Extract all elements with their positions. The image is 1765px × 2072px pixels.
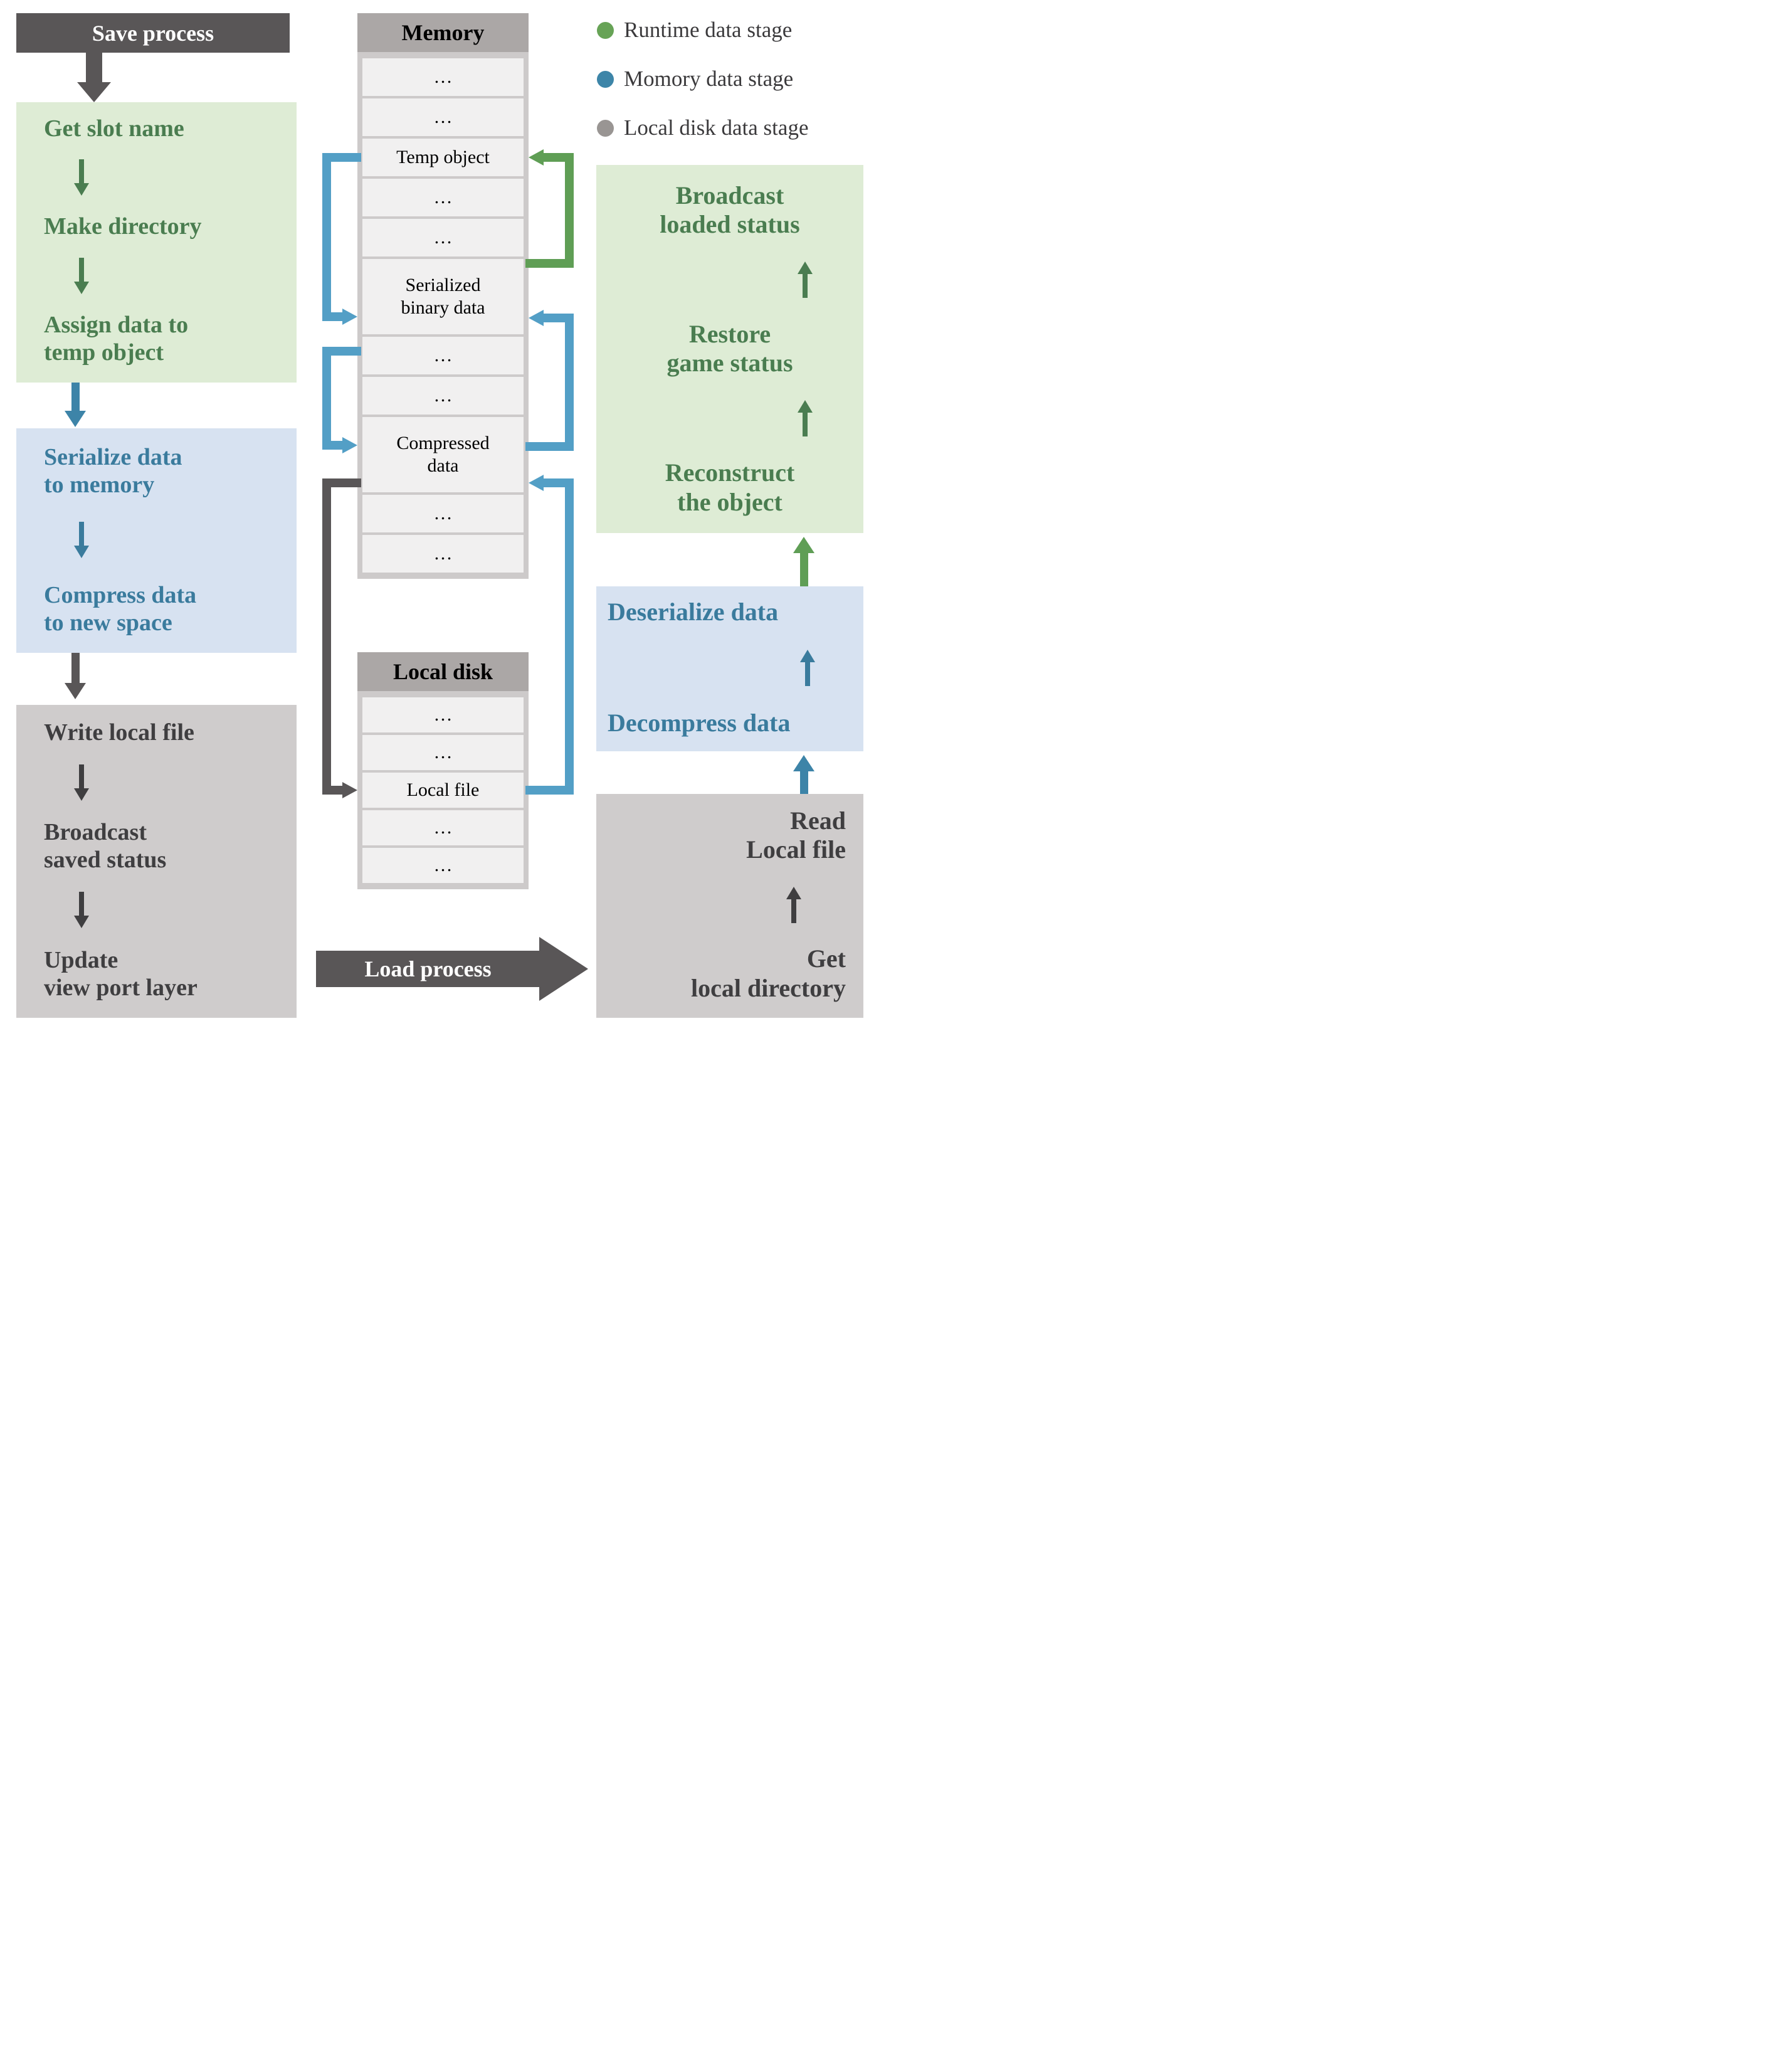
up-arrow-icon (798, 261, 813, 298)
legend-label: Runtime data stage (624, 18, 793, 42)
step-reconstruct-the-object: Reconstruct the object (665, 458, 795, 516)
legend-label: Momory data stage (624, 66, 794, 91)
local-disk-stage-dot-icon (597, 119, 614, 137)
memory-stage-dot-icon (597, 70, 614, 88)
step-restore-game-status: Restore game status (666, 320, 793, 378)
load-process-title: Load process (364, 956, 492, 981)
step-get-slot-name: Get slot name (44, 115, 184, 142)
step-compress-data-to-new-space: Compress data to new space (44, 581, 197, 636)
down-arrow-icon (74, 764, 89, 801)
down-arrow-icon (74, 257, 89, 294)
down-arrow-icon (74, 159, 89, 196)
memory-row-serialized-binary-data: Serialized binary data (362, 259, 524, 334)
step-update-view-port-layer: Update view port layer (44, 946, 198, 1001)
save-process-title: Save process (92, 20, 214, 46)
save-process-header: Save process (16, 13, 290, 53)
memory-row: … (362, 98, 524, 136)
local-disk-table-title: Local disk (357, 652, 529, 691)
load-disk-stage-box: Read Local file Get local directory (596, 794, 863, 1018)
step-make-directory: Make directory (44, 213, 202, 240)
memory-row: … (362, 535, 524, 573)
legend-label: Local disk data stage (624, 115, 809, 140)
memory-table: Memory … … Temp object … … Serialized bi… (357, 13, 529, 579)
up-arrow-icon (786, 886, 801, 923)
load-runtime-stage-box: Broadcast loaded status Restore game sta… (596, 165, 863, 533)
up-arrow-icon (798, 400, 813, 437)
save-disk-stage-box: Write local file Broadcast saved status … (16, 705, 297, 1018)
legend-item-memory: Momory data stage (597, 66, 808, 92)
legend-item-local-disk: Local disk data stage (597, 115, 808, 140)
step-write-local-file: Write local file (44, 719, 194, 746)
memory-row: … (362, 495, 524, 532)
step-broadcast-saved-status: Broadcast saved status (44, 819, 167, 874)
save-process-flow-arrowhead-icon (77, 82, 111, 102)
memory-row: … (362, 219, 524, 256)
memory-row-compressed-data: Compressed data (362, 417, 524, 492)
memory-row-temp-object: Temp object (362, 139, 524, 176)
save-load-flow-diagram: Save process Get slot name Make director… (0, 0, 883, 1036)
memory-row: … (362, 377, 524, 415)
local-disk-table-body: … … Local file … … (357, 691, 529, 889)
step-deserialize-data: Deserialize data (608, 598, 779, 626)
save-process-flow-arrow-icon (86, 53, 102, 83)
step-assign-data-to-temp-object: Assign data to temp object (44, 311, 189, 366)
save-memory-stage-box: Serialize data to memory Compress data t… (16, 428, 297, 653)
up-arrow-icon (800, 649, 815, 686)
disk-row: … (362, 848, 524, 883)
step-serialize-data-to-memory: Serialize data to memory (44, 444, 182, 499)
down-arrow-icon (74, 522, 89, 558)
memory-row: … (362, 58, 524, 96)
memory-table-title: Memory (357, 13, 529, 52)
memory-row: … (362, 179, 524, 216)
disk-row: … (362, 810, 524, 845)
runtime-stage-dot-icon (597, 21, 614, 39)
step-read-local-file: Read Local file (746, 806, 846, 864)
memory-row: … (362, 337, 524, 374)
step-get-local-directory: Get local directory (691, 944, 846, 1002)
step-decompress-data: Decompress data (608, 708, 791, 737)
load-memory-stage-box: Deserialize data Decompress data (596, 586, 863, 751)
legend: Runtime data stage Momory data stage Loc… (597, 18, 808, 164)
save-runtime-stage-box: Get slot name Make directory Assign data… (16, 102, 297, 383)
disk-row: … (362, 697, 524, 732)
local-disk-table: Local disk … … Local file … … (357, 652, 529, 889)
legend-item-runtime: Runtime data stage (597, 18, 808, 43)
disk-row: … (362, 735, 524, 770)
down-arrow-icon (74, 892, 89, 929)
memory-table-body: … … Temp object … … Serialized binary da… (357, 52, 529, 579)
load-process-banner: Load process (316, 951, 540, 987)
load-process-arrowhead-icon (539, 937, 588, 1001)
disk-row-local-file: Local file (362, 773, 524, 808)
step-broadcast-loaded-status: Broadcast loaded status (660, 181, 800, 239)
